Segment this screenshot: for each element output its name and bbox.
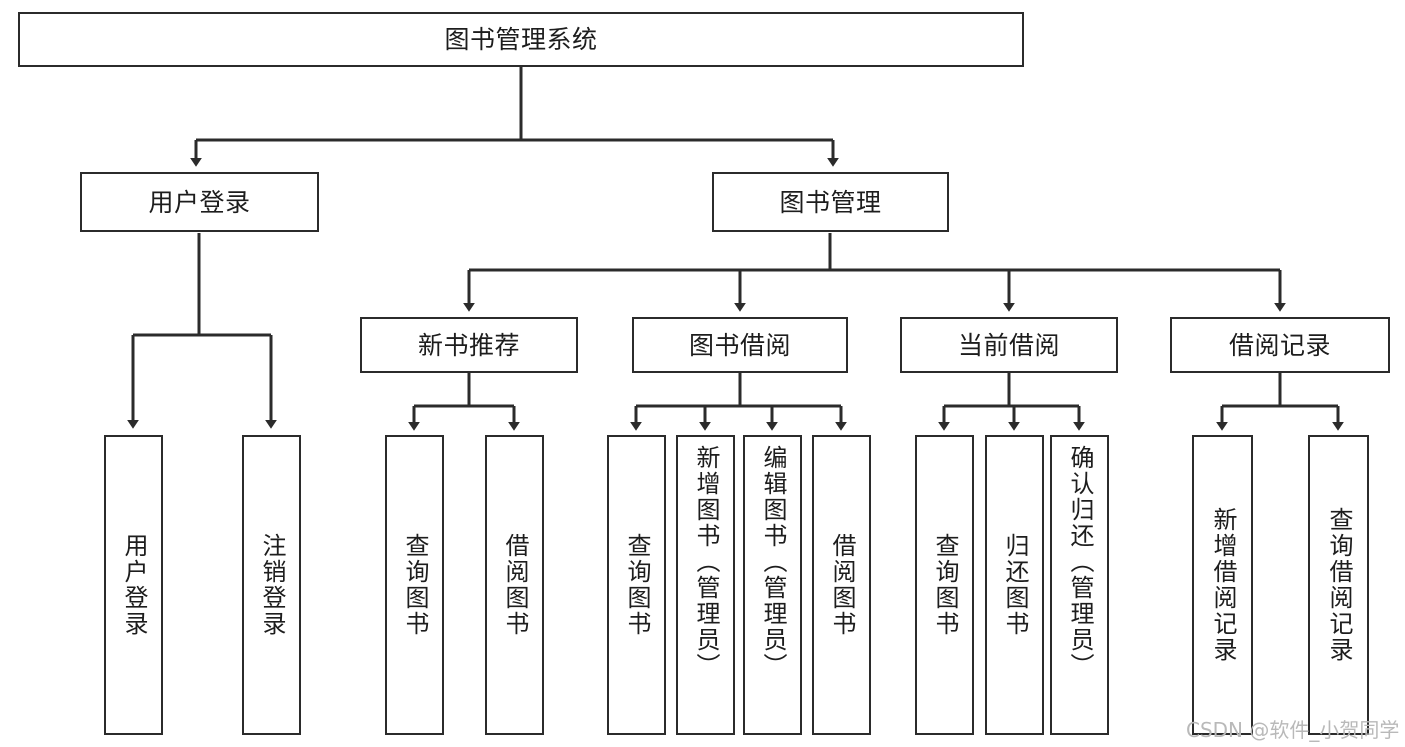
node-user-login[interactable]: 用户登录 (80, 172, 319, 232)
leaf-query-borrow-record[interactable]: 查询借阅记录 (1308, 435, 1369, 735)
leaf-return-book[interactable]: 归还图书 (985, 435, 1044, 735)
leaf-logout[interactable]: 注销登录 (242, 435, 301, 735)
leaf-user-login[interactable]: 用户登录 (104, 435, 163, 735)
leaf-add-borrow-record[interactable]: 新增借阅记录 (1192, 435, 1253, 735)
leaf-query-borrow-record-label: 查询借阅记录 (1324, 507, 1353, 663)
leaf-edit-book-admin[interactable]: 编辑图书（管理员） (743, 435, 802, 735)
leaf-query-book-2-label: 查询图书 (622, 533, 651, 637)
leaf-borrow-book-2-label: 借阅图书 (827, 533, 856, 637)
leaf-query-book-3-label: 查询图书 (930, 533, 959, 637)
node-user-login-label: 用户登录 (148, 187, 251, 217)
leaf-return-book-label: 归还图书 (1000, 533, 1029, 637)
leaf-query-book-3[interactable]: 查询图书 (915, 435, 974, 735)
leaf-add-book-admin[interactable]: 新增图书（管理员） (676, 435, 735, 735)
leaf-confirm-return-admin-label: 确认归还（管理员） (1065, 445, 1094, 679)
leaf-query-book-1[interactable]: 查询图书 (385, 435, 444, 735)
leaf-confirm-return-admin[interactable]: 确认归还（管理员） (1050, 435, 1109, 735)
node-book-manage-label: 图书管理 (779, 187, 882, 217)
node-borrow-record[interactable]: 借阅记录 (1170, 317, 1390, 373)
node-new-book-recommend[interactable]: 新书推荐 (360, 317, 578, 373)
node-borrow-record-label: 借阅记录 (1228, 330, 1331, 360)
leaf-add-borrow-record-label: 新增借阅记录 (1208, 507, 1237, 663)
leaf-edit-book-admin-label: 编辑图书（管理员） (758, 445, 787, 679)
node-root-system[interactable]: 图书管理系统 (18, 12, 1024, 67)
leaf-query-book-1-label: 查询图书 (400, 533, 429, 637)
node-book-borrow-label: 图书借阅 (688, 330, 791, 360)
leaf-borrow-book-1[interactable]: 借阅图书 (485, 435, 544, 735)
leaf-add-book-admin-label: 新增图书（管理员） (691, 445, 720, 679)
node-book-borrow[interactable]: 图书借阅 (632, 317, 848, 373)
leaf-borrow-book-2[interactable]: 借阅图书 (812, 435, 871, 735)
node-book-manage[interactable]: 图书管理 (712, 172, 949, 232)
node-current-borrow-label: 当前借阅 (957, 330, 1060, 360)
leaf-borrow-book-1-label: 借阅图书 (500, 533, 529, 637)
node-root-system-label: 图书管理系统 (444, 25, 598, 54)
node-current-borrow[interactable]: 当前借阅 (900, 317, 1118, 373)
leaf-logout-label: 注销登录 (257, 533, 286, 637)
leaf-query-book-2[interactable]: 查询图书 (607, 435, 666, 735)
leaf-user-login-label: 用户登录 (119, 533, 148, 637)
node-new-book-recommend-label: 新书推荐 (417, 330, 520, 360)
csdn-watermark: CSDN @软件_小贺同学 (1186, 718, 1400, 742)
